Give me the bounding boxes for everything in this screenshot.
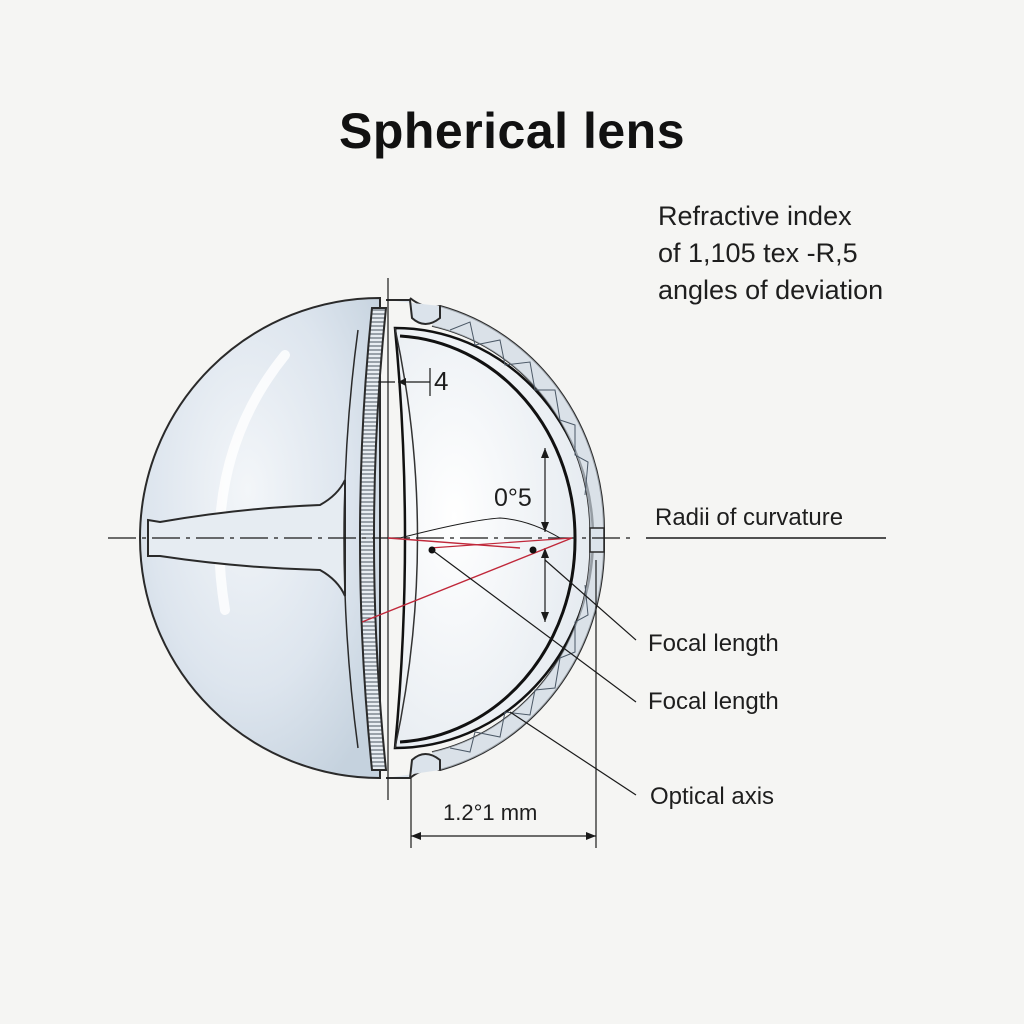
width-arrow-right [586,832,596,840]
angle-arrow-down [541,522,549,532]
ray-2 [387,537,521,549]
note-line-3: angles of deviation [658,275,884,305]
thickness-arrow [398,378,406,386]
hatched-band [359,307,388,771]
diagram-title: Spherical lens [338,103,686,159]
ray-1 [361,537,573,623]
refractive-index-note: Refractive index of 1,105 tex -R,5 angle… [658,198,883,309]
focal-length-label-2: Focal length [648,688,779,715]
dome-highlight [214,350,290,615]
leader-focal-1 [544,559,637,641]
shell-band-lower [432,550,604,770]
thickness-label: 4 [434,366,449,396]
radii-of-curvature-label: Radii of curvature [655,504,844,531]
angle-label: 0°5 [494,484,532,512]
angle-arrow-up [541,448,549,458]
right-notch [589,527,605,553]
note-line-2: of 1,105 tex -R,5 [658,238,858,268]
focal-point-2 [529,546,537,554]
angle-arrow-lower-end [541,612,549,622]
outer-shell-core [399,334,577,744]
leader-focal-2 [431,549,637,703]
shell-texture [449,321,589,496]
bottom-notch [386,753,441,779]
angle-arrow-lower [541,548,549,558]
width-dimension-label: 1.2°1 mm [443,800,538,825]
note-line-1: Refractive index [658,201,852,231]
focal-length-label-1: Focal length [648,630,779,657]
leader-optical-axis [509,711,637,796]
optical-axis-label: Optical axis [650,783,775,810]
shell-texture-lower [449,584,589,753]
ray-3 [429,537,573,549]
inner-hemisphere [393,326,595,750]
angle-arc [399,517,561,539]
width-arrow-left [411,832,421,840]
top-notch [386,299,441,325]
shell-band [432,306,604,530]
